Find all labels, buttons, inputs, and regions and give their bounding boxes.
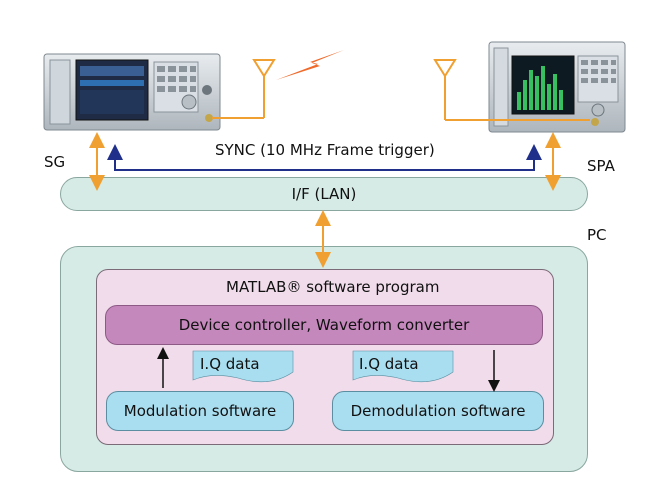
sync-connection xyxy=(107,144,542,171)
signal-generator-icon xyxy=(43,53,221,131)
lightning-bolt-icon xyxy=(276,50,344,80)
lan-interface-box: I/F (LAN) xyxy=(60,177,588,211)
modulation-software-box: Modulation software xyxy=(106,391,294,431)
iq-data-note-left xyxy=(192,350,294,383)
antenna-icon xyxy=(212,59,276,119)
demodulation-software-box: Demodulation software xyxy=(332,391,544,431)
spectrum-analyzer-icon xyxy=(488,41,626,133)
device-controller-label: Device controller, Waveform converter xyxy=(178,316,470,334)
lan-label: I/F (LAN) xyxy=(291,185,357,203)
iq-data-label-right: I.Q data xyxy=(359,355,419,373)
sg-label: SG xyxy=(44,153,66,171)
antenna-icon xyxy=(433,59,590,121)
modulation-label: Modulation software xyxy=(123,402,277,420)
device-controller-box: Device controller, Waveform converter xyxy=(105,305,543,345)
matlab-label: MATLAB® software program xyxy=(226,278,440,296)
iq-data-note-right xyxy=(352,350,454,383)
demodulation-label: Demodulation software xyxy=(350,402,526,420)
iq-data-label-left: I.Q data xyxy=(200,355,260,373)
pc-label: PC xyxy=(587,226,607,244)
sync-label: SYNC (10 MHz Frame trigger) xyxy=(215,141,435,159)
spa-label: SPA xyxy=(587,157,615,175)
